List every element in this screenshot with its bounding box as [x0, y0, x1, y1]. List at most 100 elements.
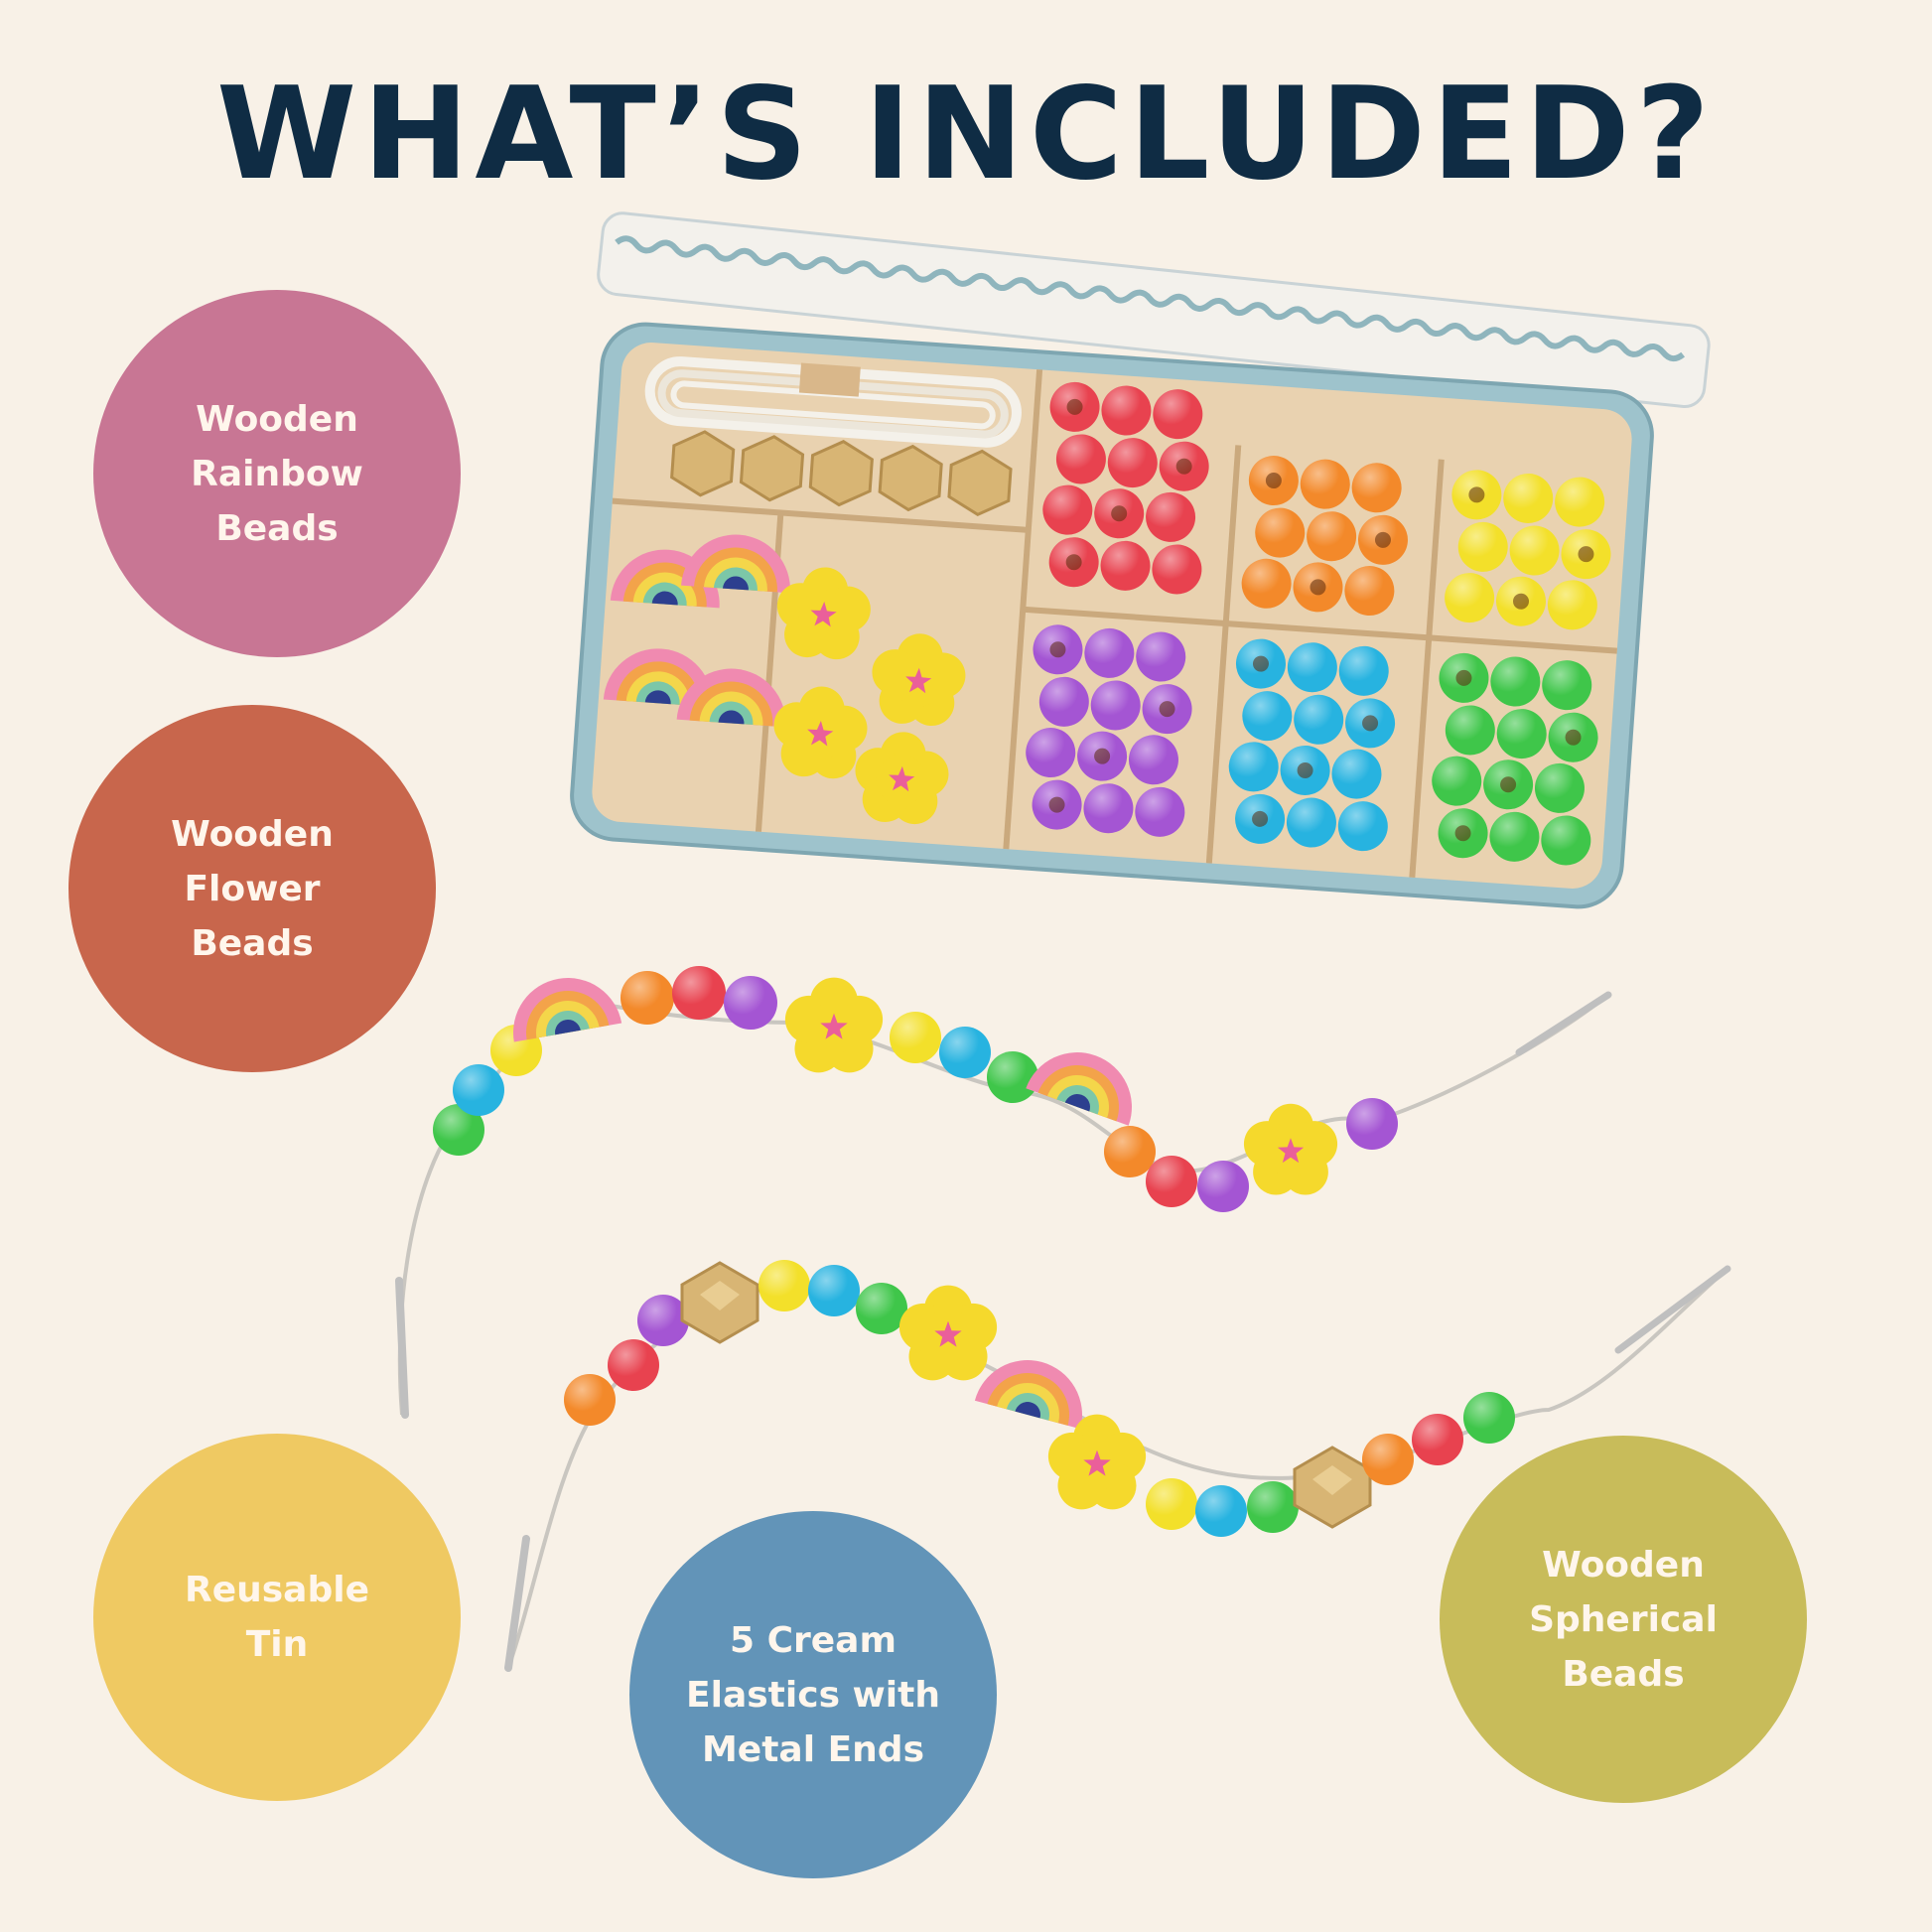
- spherical-bead: [1242, 691, 1293, 742]
- beaded-elastic-strand: [395, 966, 1612, 1419]
- spherical-bead: [1496, 576, 1547, 626]
- rainbow-bead: [1026, 1052, 1132, 1126]
- feature-label: Metal Ends: [701, 1728, 925, 1770]
- spherical-bead: [1135, 786, 1185, 837]
- flower-beads-compartment: [773, 567, 966, 825]
- feature-elastics: 5 Cream Elastics with Metal Ends: [629, 1511, 997, 1878]
- spherical-bead: [987, 1051, 1038, 1103]
- spherical-bead: [1241, 558, 1292, 609]
- spherical-bead: [1042, 484, 1093, 535]
- spherical-bead: [1490, 656, 1541, 707]
- spherical-bead: [1331, 749, 1382, 799]
- spherical-bead: [608, 1339, 659, 1391]
- spherical-bead: [1346, 1098, 1398, 1150]
- spherical-bead: [1294, 694, 1344, 745]
- spherical-bead: [672, 966, 726, 1020]
- spherical-bead: [1104, 1126, 1156, 1177]
- spherical-bead: [1146, 1478, 1197, 1530]
- feature-label: Beads: [1562, 1653, 1685, 1695]
- spherical-bead: [564, 1374, 616, 1426]
- feature-label: Beads: [215, 507, 339, 549]
- spherical-bead: [1300, 459, 1350, 509]
- spherical-bead: [1555, 477, 1605, 527]
- tin-lid: [597, 211, 1711, 408]
- spherical-bead: [1432, 756, 1482, 806]
- spherical-bead: [637, 1295, 689, 1346]
- spherical-bead: [1438, 808, 1488, 859]
- rainbow-beads-compartment: [603, 534, 790, 728]
- spherical-bead: [1541, 815, 1591, 866]
- feature-label: Reusable: [184, 1570, 369, 1610]
- spherical-bead: [1548, 712, 1598, 762]
- spherical-beads-compartments: [1026, 381, 1611, 866]
- feature-rainbow-beads: Wooden Rainbow Beads: [93, 290, 461, 657]
- spherical-bead: [1463, 1392, 1515, 1444]
- spherical-bead: [1083, 783, 1134, 834]
- feature-label: Wooden: [196, 398, 358, 440]
- rainbow-bead: [513, 978, 622, 1042]
- spherical-bead: [1195, 1485, 1247, 1537]
- spherical-bead: [1153, 389, 1203, 440]
- feature-label: Wooden: [1542, 1544, 1705, 1586]
- spherical-bead: [1038, 676, 1089, 727]
- flower-bead: [872, 633, 966, 727]
- spherical-bead: [1483, 759, 1534, 810]
- spherical-bead: [1146, 491, 1196, 542]
- spherical-bead: [1128, 735, 1178, 785]
- spherical-bead: [1561, 529, 1611, 580]
- spherical-bead: [1084, 627, 1135, 678]
- spherical-bead: [1412, 1414, 1463, 1465]
- spherical-bead: [1032, 779, 1082, 830]
- feature-label: 5 Cream: [730, 1619, 897, 1661]
- spherical-bead: [1159, 441, 1209, 491]
- feature-label: Spherical: [1529, 1598, 1718, 1640]
- spherical-bead: [1235, 793, 1286, 844]
- feature-label: Wooden: [171, 813, 334, 855]
- spherical-bead: [1101, 385, 1152, 436]
- spherical-bead: [1142, 684, 1192, 735]
- feature-label: Beads: [191, 922, 314, 964]
- hex-bead: [680, 1261, 759, 1344]
- spherical-bead: [1255, 507, 1306, 558]
- spherical-bead: [1077, 731, 1128, 781]
- gold-hex-beads: [670, 430, 1013, 517]
- spherical-bead: [1293, 562, 1343, 613]
- spherical-bead: [1338, 645, 1389, 696]
- spherical-bead: [1357, 514, 1408, 565]
- spherical-bead: [453, 1064, 504, 1116]
- spherical-bead: [1351, 463, 1402, 513]
- feature-spherical-beads: Wooden Spherical Beads: [1440, 1436, 1807, 1803]
- spherical-bead: [1503, 473, 1554, 523]
- spherical-bead: [808, 1265, 860, 1316]
- spherical-bead: [890, 1012, 941, 1063]
- spherical-bead: [1136, 631, 1186, 682]
- spherical-bead: [1033, 624, 1083, 675]
- spherical-bead: [1197, 1161, 1249, 1212]
- feature-label: Elastics with: [686, 1674, 940, 1716]
- spherical-bead: [1451, 470, 1502, 520]
- spherical-bead: [1026, 728, 1076, 778]
- spherical-bead: [1439, 652, 1489, 703]
- flower-bead: [776, 567, 871, 660]
- spherical-bead: [1107, 438, 1158, 488]
- spherical-bead: [1248, 456, 1299, 506]
- flower-bead: [1047, 1414, 1147, 1510]
- feature-label: Tin: [245, 1624, 309, 1665]
- spherical-bead: [759, 1260, 810, 1311]
- spherical-bead: [1280, 745, 1330, 795]
- spherical-bead: [1049, 381, 1100, 432]
- hex-bead: [1293, 1446, 1372, 1529]
- flower-bead: [1243, 1103, 1338, 1195]
- page-title: WHAT’S INCLUDED?: [216, 61, 1716, 208]
- feature-flower-beads: Wooden Flower Beads: [69, 705, 436, 1072]
- spherical-bead: [1287, 642, 1337, 693]
- spherical-bead: [1152, 544, 1202, 595]
- spherical-bead: [1100, 540, 1151, 591]
- spherical-bead: [724, 976, 777, 1030]
- feature-reusable-tin: Reusable Tin: [93, 1434, 461, 1801]
- spherical-bead: [1344, 566, 1395, 617]
- feature-label: Rainbow: [191, 453, 363, 494]
- spherical-bead: [1286, 797, 1336, 848]
- spherical-bead: [1362, 1434, 1414, 1485]
